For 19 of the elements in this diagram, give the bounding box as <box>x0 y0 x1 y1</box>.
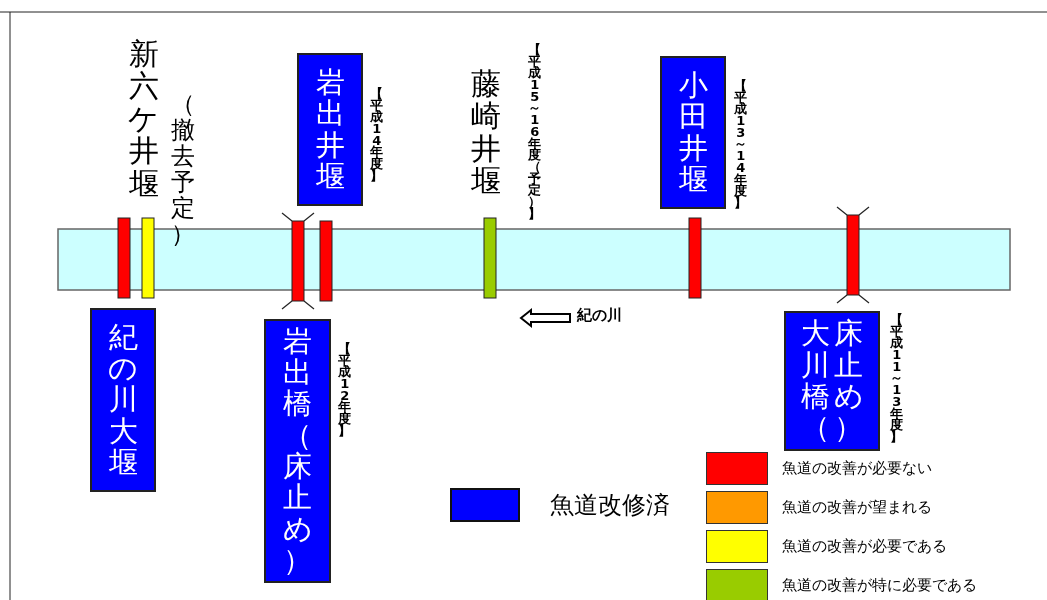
name-plate-text: 紀の川大堰 <box>107 321 139 479</box>
legend-label: 魚道改修済 <box>550 490 670 521</box>
year-note: 【平成13～14年度】 <box>734 80 748 209</box>
name-plate-text: 大川橋（床止め） <box>800 318 864 444</box>
legend-label: 魚道の改善が必要である <box>782 537 947 556</box>
year-note: 【平成12年度】 <box>338 343 352 437</box>
legend-label: 魚道の改善が望まれる <box>782 498 932 517</box>
legend-label: 魚道の改善が特に必要である <box>782 576 977 595</box>
weir-name: 新六ケ井堰 <box>128 38 160 200</box>
river-name: 紀の川 <box>577 309 622 323</box>
year-note: 【平成15～16年度（予定）】 <box>528 44 542 220</box>
year-note: 【平成11～13年度】 <box>890 314 904 443</box>
legend-label: 魚道の改善が必要ない <box>782 459 932 478</box>
status-note: （撤去予定） <box>170 92 196 248</box>
name-plate-text: 岩出井堰 <box>314 66 346 193</box>
weir-name: 藤崎井堰 <box>470 68 502 198</box>
name-plate-text: 岩出橋（床止め） <box>282 325 313 577</box>
name-plate-text: 小田井堰 <box>677 69 709 196</box>
year-note: 【平成14年度】 <box>370 88 384 182</box>
